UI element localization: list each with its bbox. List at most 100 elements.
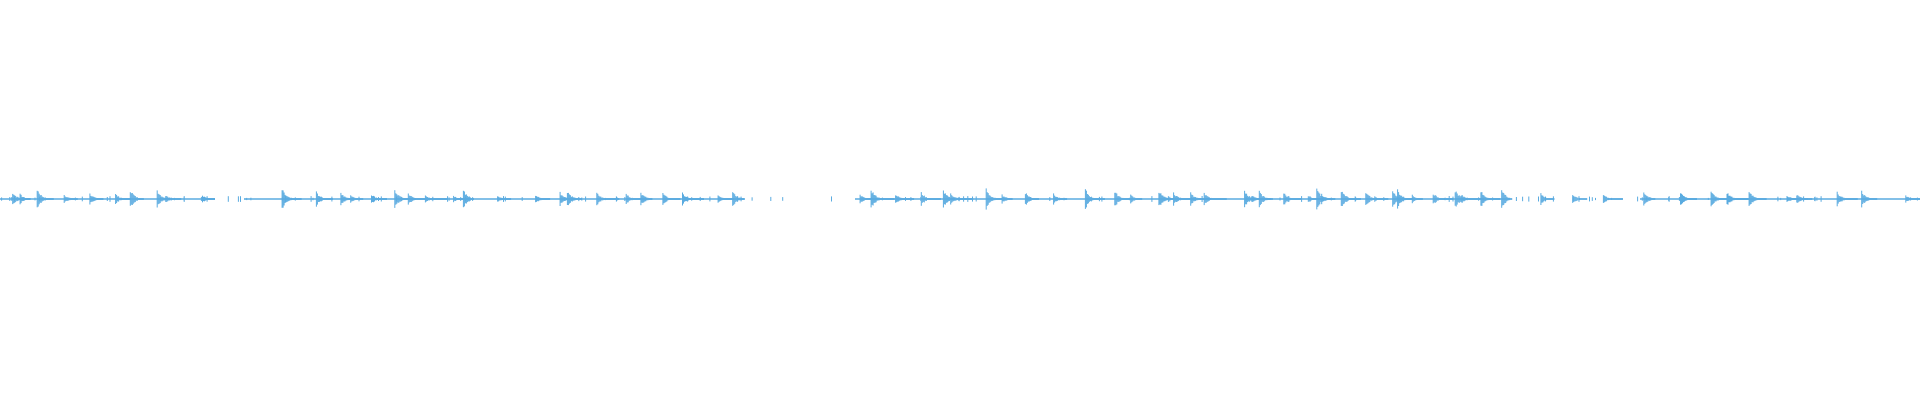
waveform-sample — [566, 193, 568, 205]
waveform-sample — [1312, 198, 1314, 200]
waveform-sample — [1796, 198, 1798, 200]
waveform-sample — [1713, 194, 1715, 203]
waveform-sample — [97, 198, 99, 200]
waveform-sample — [1511, 198, 1513, 200]
waveform-sample — [1011, 198, 1013, 200]
waveform-sample — [1413, 197, 1415, 201]
waveform-sample — [1266, 197, 1268, 201]
waveform-sample — [1322, 196, 1324, 202]
waveform-sample — [1220, 198, 1222, 200]
waveform-sample — [64, 196, 66, 202]
waveform-sample — [609, 198, 611, 200]
waveform-sample — [1653, 198, 1655, 200]
waveform-sample — [1317, 191, 1319, 207]
waveform-sample — [987, 193, 989, 205]
waveform-sample — [1692, 198, 1693, 200]
waveform-sample — [561, 195, 563, 203]
waveform-sample — [1116, 193, 1118, 205]
waveform-sample — [1433, 195, 1435, 203]
waveform-sample — [1327, 198, 1329, 200]
waveform-sample — [1418, 198, 1420, 200]
waveform-sample — [179, 198, 181, 200]
waveform-sample — [1854, 198, 1856, 200]
waveform-sample — [386, 198, 387, 200]
waveform-sample — [1586, 198, 1588, 200]
waveform-sample — [1585, 198, 1587, 200]
waveform-sample — [405, 198, 407, 200]
waveform-sample — [1002, 196, 1004, 202]
waveform-sample — [1292, 198, 1294, 200]
waveform-sample — [1790, 197, 1792, 201]
waveform-sample — [458, 198, 460, 200]
waveform-sample — [1681, 193, 1682, 205]
waveform-sample — [1135, 198, 1137, 200]
waveform-sample — [362, 198, 364, 200]
waveform-sample — [925, 197, 927, 201]
waveform-sample — [1006, 197, 1008, 201]
waveform-sample — [129, 192, 131, 206]
waveform-sample — [736, 196, 738, 202]
waveform-sample — [1645, 197, 1647, 201]
waveform-sample — [953, 196, 955, 202]
waveform-sample — [1809, 198, 1811, 200]
waveform-sample — [1125, 198, 1127, 200]
waveform-sample — [735, 196, 737, 202]
waveform-sample — [1707, 197, 1709, 200]
waveform-sample — [52, 198, 54, 200]
waveform-sample — [1801, 197, 1803, 201]
waveform-sample — [1063, 197, 1065, 201]
waveform-sample — [1253, 196, 1255, 202]
waveform-sample — [169, 197, 171, 201]
waveform-sample — [868, 198, 870, 200]
waveform-sample — [160, 196, 162, 202]
waveform-sample — [1419, 198, 1421, 200]
waveform-sample — [966, 198, 968, 200]
waveform-sample — [1806, 198, 1808, 200]
waveform-sample — [738, 197, 740, 201]
waveform-sample — [435, 198, 437, 200]
waveform-sample — [102, 198, 104, 200]
waveform-sample — [938, 198, 940, 200]
waveform-sample — [1609, 198, 1611, 200]
waveform-sample — [1295, 198, 1297, 200]
waveform-sample — [1845, 198, 1847, 200]
waveform-sample — [1650, 197, 1652, 201]
waveform-sample — [1115, 192, 1117, 206]
waveform-sample — [1725, 198, 1727, 200]
waveform-sample — [95, 197, 97, 201]
waveform-sample — [1874, 198, 1876, 200]
waveform-sample — [1290, 198, 1292, 200]
waveform-sample — [538, 196, 540, 202]
waveform-sample — [1723, 198, 1725, 200]
waveform-sample — [1864, 195, 1866, 203]
waveform-sample — [883, 198, 885, 200]
waveform-sample — [578, 197, 580, 202]
waveform-sample — [1096, 198, 1098, 200]
waveform-sample — [1124, 198, 1126, 200]
waveform-sample — [1913, 198, 1915, 200]
waveform-sample — [1288, 196, 1290, 202]
waveform-sample — [1865, 196, 1867, 202]
waveform-sample — [1064, 198, 1066, 200]
waveform-sample — [1804, 198, 1806, 200]
waveform-sample — [39, 197, 41, 201]
waveform-sample — [1183, 198, 1185, 200]
waveform-sample — [72, 198, 74, 200]
waveform-sample — [1840, 196, 1842, 202]
waveform-sample — [202, 195, 203, 203]
waveform-sample — [1244, 190, 1246, 208]
waveform-sample — [1297, 198, 1299, 200]
waveform-sample — [684, 196, 685, 202]
waveform-sample — [23, 197, 25, 201]
waveform-sample — [1668, 196, 1670, 202]
waveform-sample — [662, 193, 664, 205]
waveform-sample — [1798, 196, 1800, 202]
waveform-sample — [1086, 194, 1088, 204]
waveform-sample — [913, 198, 915, 200]
waveform-sample — [690, 198, 691, 200]
waveform-sample — [1852, 198, 1854, 200]
waveform-sample — [1619, 198, 1621, 200]
waveform-sample — [1376, 198, 1378, 200]
